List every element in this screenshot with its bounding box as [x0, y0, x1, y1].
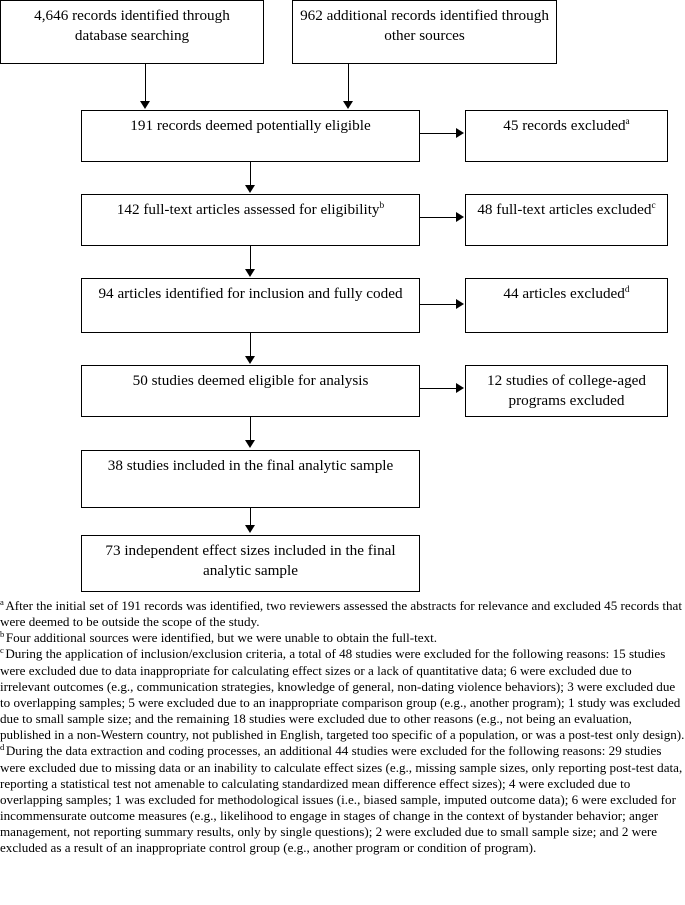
box-studies-eligible-label: 50 studies deemed eligible for analysis [132, 372, 369, 389]
connector-db-to-eligible [145, 64, 146, 102]
box-potentially-eligible: 191 records deemed potentially eligible [81, 110, 420, 162]
box-articles-included: 94 articles identified for inclusion and… [81, 278, 420, 333]
arrowhead-eligible-to-fulltext [245, 185, 255, 193]
footnote-c-text: During the application of inclusion/excl… [0, 646, 685, 743]
box-effect-sizes-final: 73 independent effect sizes included in … [81, 535, 420, 592]
footnote-ref-d: d [624, 284, 630, 295]
connector-eligible-to-fulltext [250, 162, 251, 186]
arrowhead-db-to-eligible [140, 101, 150, 109]
arrowhead-studies-to-final [245, 440, 255, 448]
connector-articles-to-studies [250, 333, 251, 357]
connector-final-to-effectsizes [250, 508, 251, 526]
footnote-d-marker: d [0, 742, 5, 753]
box-college-excluded-label: 12 studies of college-aged programs excl… [487, 372, 646, 409]
arrowhead-eligible-to-excluded [456, 128, 464, 138]
box-fulltext-assessed-label: 142 full-text articles assessed for elig… [116, 201, 380, 218]
arrowhead-fulltext-to-excluded [456, 212, 464, 222]
connector-eligible-to-excluded [420, 133, 458, 134]
box-articles-included-label: 94 articles identified for inclusion and… [98, 285, 403, 302]
connector-fulltext-to-included [250, 246, 251, 270]
connector-other-to-eligible [348, 64, 349, 102]
box-articles-excluded: 44 articles excludedd [465, 278, 668, 333]
box-college-excluded: 12 studies of college-aged programs excl… [465, 365, 668, 417]
footnote-d-text: During the data extraction and coding pr… [0, 743, 683, 856]
connector-studies-to-final [250, 417, 251, 441]
arrowhead-final-to-effectsizes [245, 525, 255, 533]
box-other-sources: 962 additional records identified throug… [292, 0, 557, 64]
box-database-searching-label: 4,646 records identified through databas… [34, 7, 230, 44]
connector-articles-to-excluded [420, 304, 458, 305]
arrowhead-other-to-eligible [343, 101, 353, 109]
box-studies-eligible: 50 studies deemed eligible for analysis [81, 365, 420, 417]
footnote-ref-a: a [625, 116, 630, 127]
footnote-a-text: After the initial set of 191 records was… [0, 598, 682, 630]
footnote-b-text: Four additional sources were identified,… [5, 630, 438, 646]
footnote-a-marker: a [0, 596, 4, 607]
box-records-excluded: 45 records excludeda [465, 110, 668, 162]
box-fulltext-excluded: 48 full-text articles excludedc [465, 194, 668, 246]
footnote-ref-b: b [379, 200, 385, 211]
arrowhead-fulltext-to-included [245, 269, 255, 277]
box-fulltext-assessed: 142 full-text articles assessed for elig… [81, 194, 420, 246]
footnote-b-marker: b [0, 628, 5, 639]
arrowhead-articles-to-excluded [456, 299, 464, 309]
connector-studies-to-college [420, 388, 458, 389]
box-other-sources-label: 962 additional records identified throug… [300, 7, 549, 44]
footnote-ref-c: c [651, 200, 656, 211]
box-studies-final-sample: 38 studies included in the final analyti… [81, 450, 420, 508]
prisma-flow-diagram: 4,646 records identified through databas… [0, 0, 668, 592]
box-records-excluded-label: 45 records excluded [503, 117, 626, 134]
box-studies-final-sample-label: 38 studies included in the final analyti… [107, 457, 394, 474]
box-database-searching: 4,646 records identified through databas… [0, 0, 264, 64]
box-potentially-eligible-label: 191 records deemed potentially eligible [130, 117, 371, 134]
arrowhead-articles-to-studies [245, 356, 255, 364]
box-articles-excluded-label: 44 articles excluded [503, 285, 625, 302]
box-effect-sizes-final-label: 73 independent effect sizes included in … [105, 542, 396, 579]
box-fulltext-excluded-label: 48 full-text articles excluded [477, 201, 652, 218]
arrowhead-studies-to-college [456, 383, 464, 393]
connector-fulltext-to-excluded [420, 217, 458, 218]
footnote-c-marker: c [0, 645, 4, 656]
